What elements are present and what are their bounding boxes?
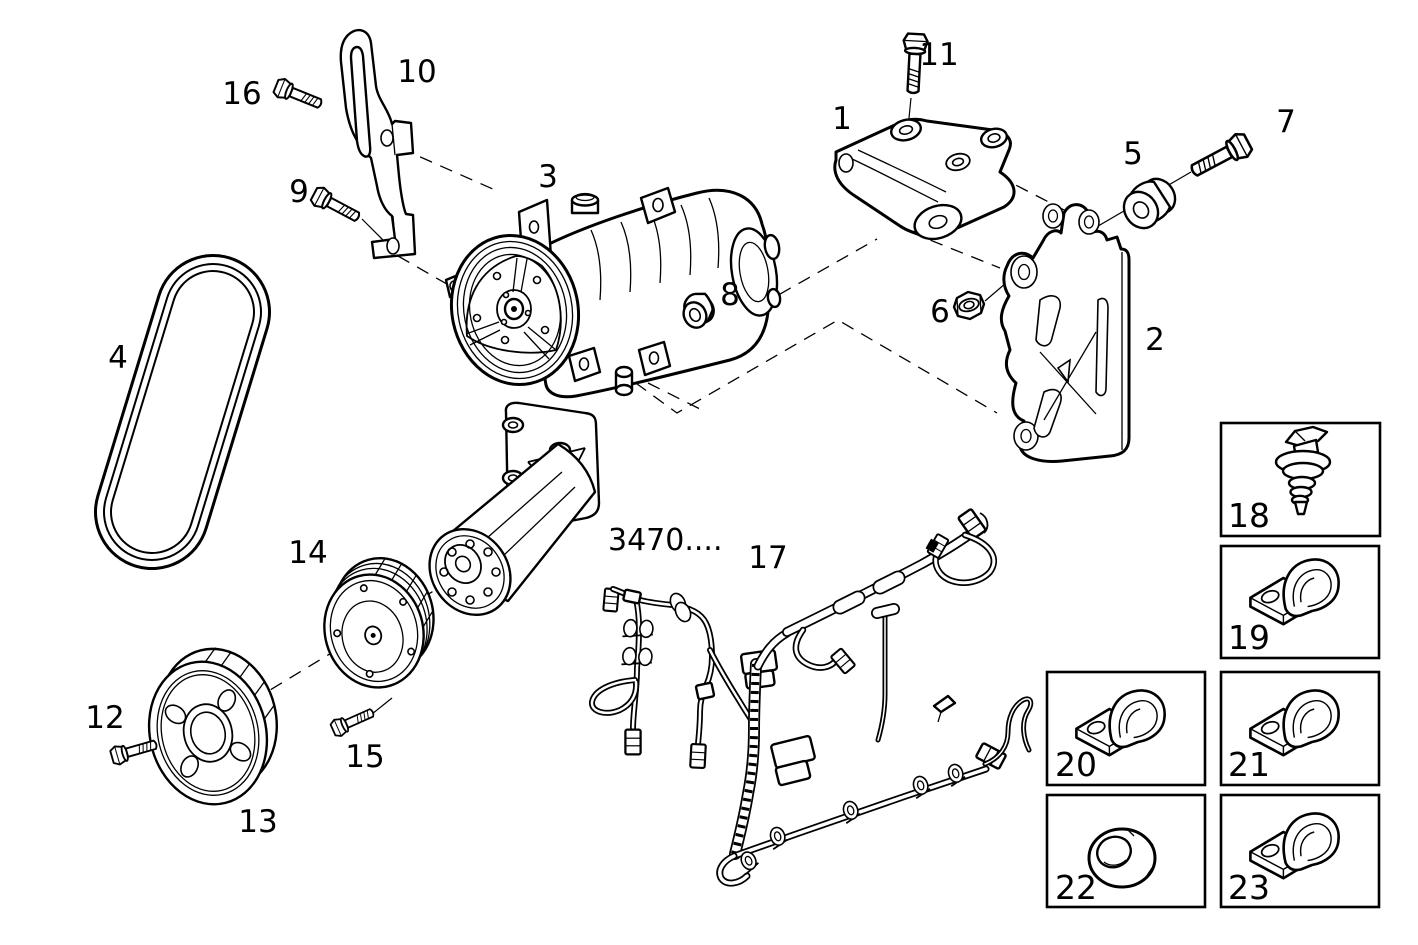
callout-1: 1: [832, 101, 852, 137]
inset-label-19: 19: [1228, 618, 1270, 657]
inset-label-21: 21: [1228, 745, 1270, 784]
inset-label-20: 20: [1055, 745, 1097, 784]
ac-compressor: [444, 186, 782, 399]
inset-label-18: 18: [1228, 496, 1270, 535]
callout-6: 6: [930, 294, 950, 330]
harness-connector: [624, 728, 642, 756]
part-number-label: 3470....: [608, 523, 723, 558]
callout-17: 17: [748, 540, 787, 576]
spacer-bushing: [1122, 177, 1177, 230]
bolt-16: [271, 75, 326, 115]
rubber-grommet-22: [1087, 827, 1157, 889]
pump-mounting-bracket: [428, 401, 601, 617]
callout-labels: 1 2 3 4 5 6 7 8 9 10 11 12 13 14 15 16 1…: [85, 37, 1296, 907]
harness-connector: [974, 741, 1008, 771]
drive-belt: [94, 254, 271, 570]
callout-3: 3: [538, 159, 558, 195]
push-pin-clip: [1274, 425, 1332, 516]
callout-13: 13: [238, 804, 277, 840]
top-mounting-bracket: [833, 117, 1016, 241]
side-mounting-bracket: [999, 203, 1131, 463]
callout-10: 10: [397, 54, 436, 90]
curved-support-bracket: [339, 28, 417, 260]
callout-11: 11: [919, 37, 958, 73]
inset-box-21: [1219, 670, 1381, 787]
callout-7: 7: [1276, 104, 1296, 140]
callout-8: 8: [720, 277, 740, 313]
callout-15: 15: [345, 739, 384, 775]
harness-connector: [829, 647, 857, 675]
callout-5: 5: [1123, 136, 1143, 172]
clutch-pulley-14: [323, 557, 435, 689]
callout-14: 14: [288, 535, 327, 571]
hex-nut: [952, 290, 986, 321]
crankshaft-pulley-13: [147, 647, 278, 806]
callout-4: 4: [108, 340, 128, 376]
callout-16: 16: [222, 76, 261, 112]
wiring-harness: [589, 507, 1034, 887]
inset-label-23: 23: [1228, 868, 1270, 907]
inset-label-22: 22: [1055, 868, 1097, 907]
callout-2: 2: [1145, 322, 1165, 358]
callout-12: 12: [85, 700, 124, 736]
callout-9: 9: [289, 174, 309, 210]
bolt-7: [1185, 129, 1256, 184]
harness-connector: [689, 742, 707, 770]
inset-boxes: [1045, 421, 1382, 909]
bolt-9: [308, 183, 365, 228]
rubber-grommet-8: [682, 292, 715, 329]
bolt-15: [328, 703, 378, 740]
